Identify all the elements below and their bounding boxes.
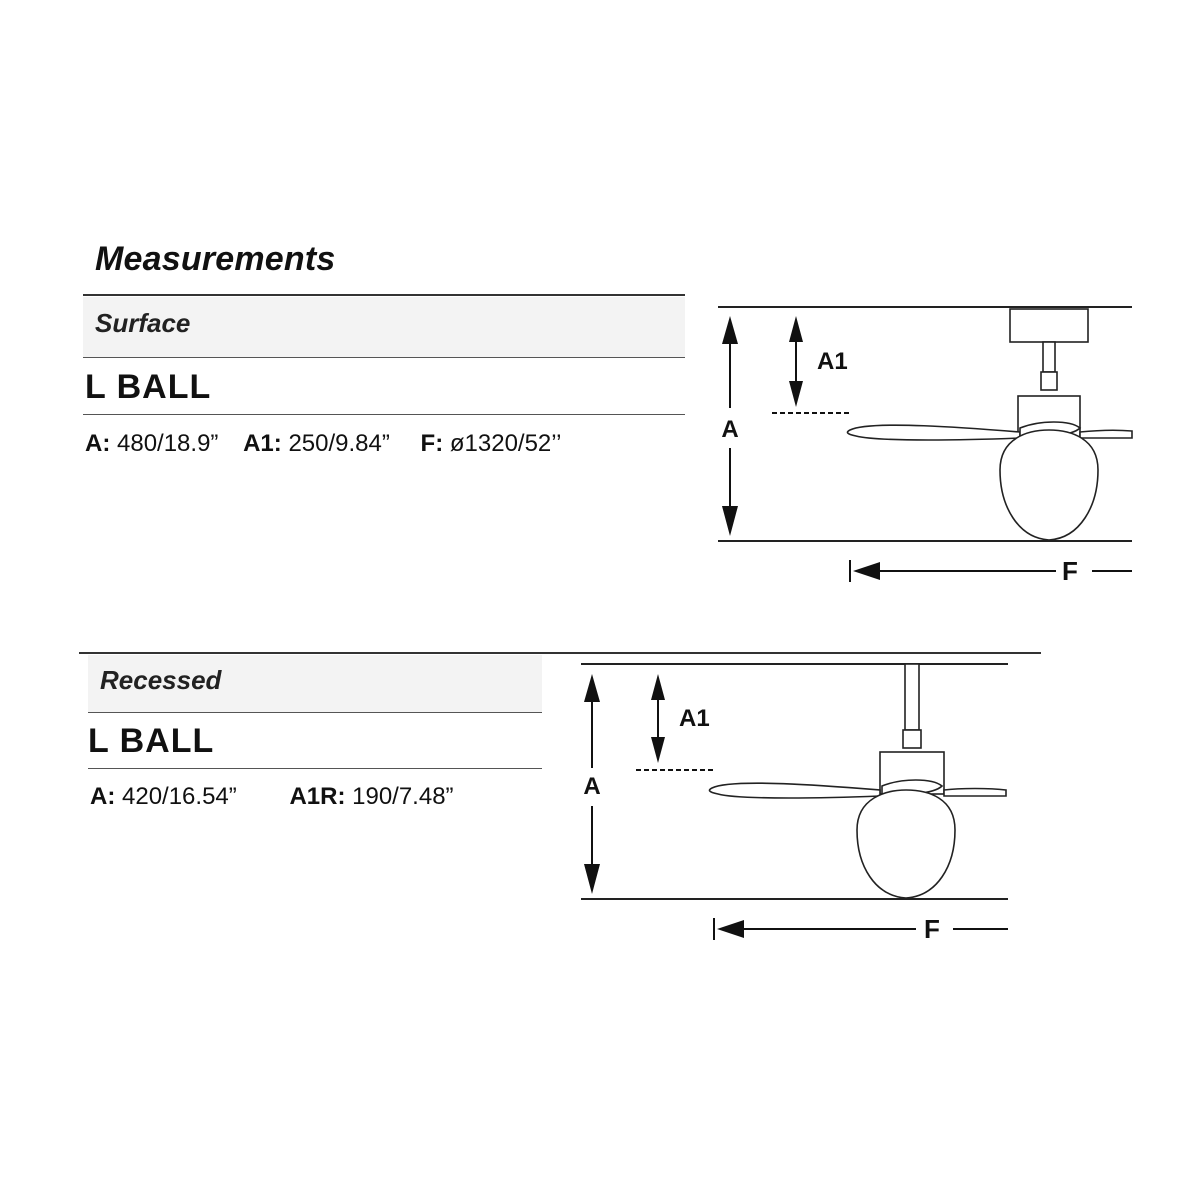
dimension-a1-label: A1: [817, 348, 848, 375]
mount-label: Surface: [95, 308, 191, 338]
recessed-fan-diagram: A A1 F: [581, 663, 1008, 944]
dimension-a1-arrow: [651, 674, 665, 763]
spec-a: A: 420/16.54”: [90, 783, 237, 810]
spec-a: A: 480/18.9”: [85, 430, 219, 457]
dimension-a-label: A: [583, 773, 600, 800]
spec-f: F: ø1320/52’’: [420, 430, 562, 457]
dimension-a-arrow: [722, 316, 738, 536]
mount-band: [88, 655, 542, 712]
model-divider: [83, 414, 685, 415]
fan-illustration: [708, 663, 1007, 899]
dimension-a1-label: A1: [679, 705, 710, 732]
model-name: L BALL: [85, 368, 212, 406]
dimension-a-arrow: [584, 674, 600, 894]
fan-illustration: [846, 308, 1133, 541]
mount-label: Recessed: [100, 665, 222, 695]
band-divider: [83, 357, 685, 358]
dimension-f-label: F: [924, 914, 940, 944]
model-name: L BALL: [88, 722, 215, 760]
model-divider: [88, 768, 542, 769]
page-title: Measurements: [95, 240, 336, 278]
mount-band: [83, 297, 685, 357]
dimension-a-label: A: [721, 416, 738, 443]
dimension-f-arrow: [713, 918, 1008, 940]
band-divider: [88, 712, 542, 713]
spec-a1: A1: 250/9.84”: [243, 430, 390, 457]
dimension-a1-arrow: [789, 316, 803, 407]
section-top-rule: [83, 294, 685, 296]
spec-list: A: 420/16.54” A1R: 190/7.48”: [90, 783, 472, 811]
spec-list: A: 480/18.9” A1: 250/9.84” F: ø1320/52’’: [85, 430, 580, 458]
section-top-rule: [79, 652, 1041, 654]
dimension-f-arrow: [849, 560, 1132, 582]
dimension-f-label: F: [1062, 556, 1078, 586]
spec-a1r: A1R: 190/7.48”: [289, 783, 454, 810]
surface-fan-diagram: A A1 F: [718, 306, 1133, 586]
